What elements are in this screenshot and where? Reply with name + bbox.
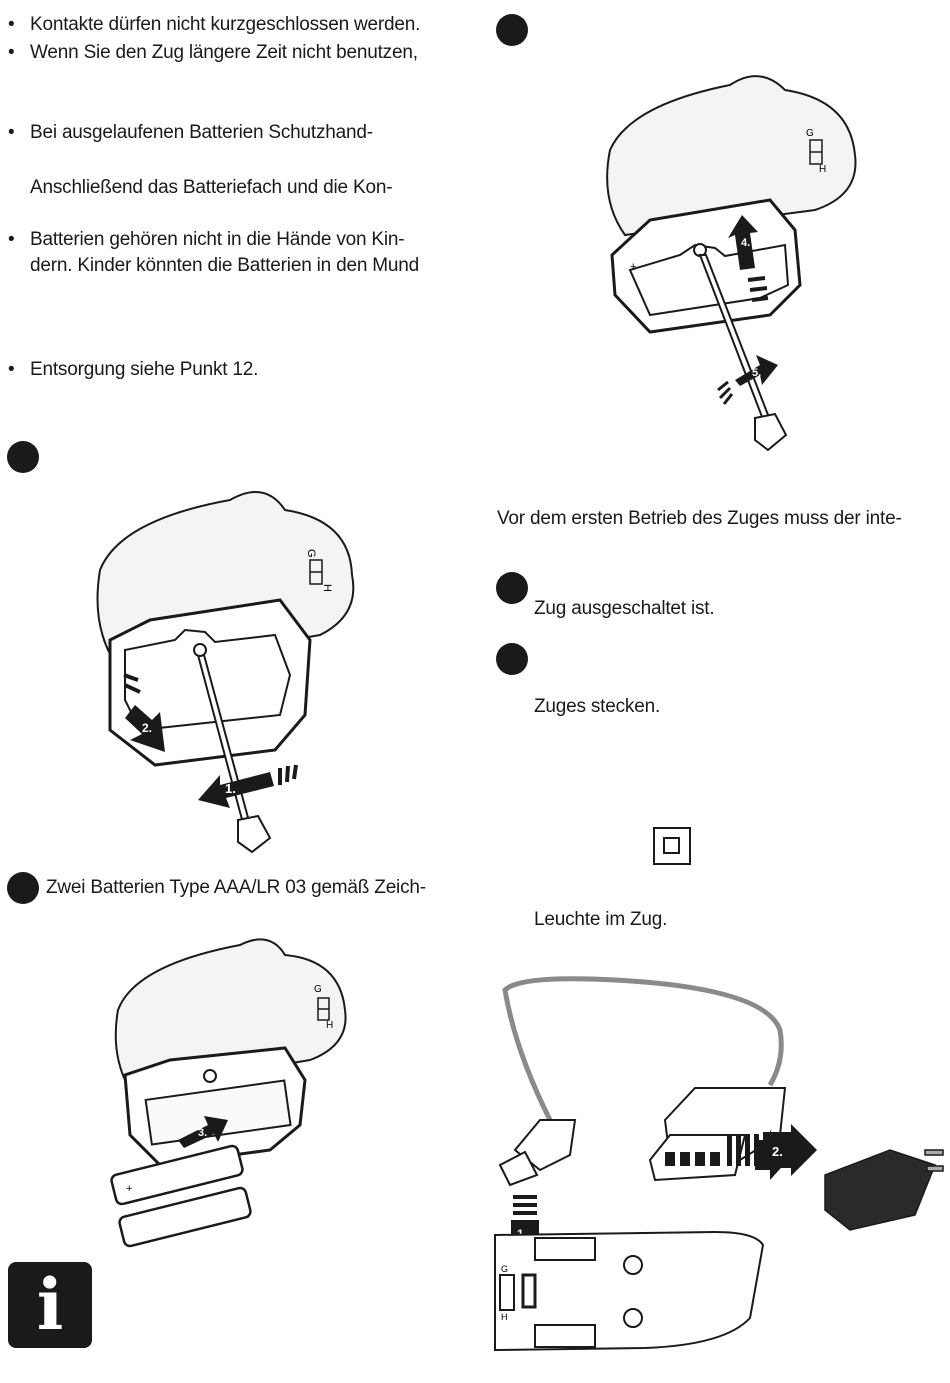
battery-plus-label: + [126,1183,132,1195]
arrow-2-hatch [123,673,141,694]
battery-plus-label: + [630,261,636,273]
step-marker-plug-cable [496,643,528,675]
arrow-2-label: 2. [772,1144,783,1159]
arrow-2-label: 2. [142,721,152,735]
step-marker-close-cover [496,14,528,46]
figure-open-battery-cover: G H 1. 2. [96,491,355,854]
charging-intro-text: Vor dem ersten Betrieb des Zuges muss de… [497,508,902,529]
remote-housing [606,75,857,237]
switch-label-g: G [806,128,814,139]
arrow-5 [735,355,778,386]
arrow-3-label: 3. [198,1127,207,1139]
micro-usb-plug [498,1119,577,1187]
children-continuation: dern. Kinder könnten die Batterien in de… [30,255,420,276]
usb-cable [502,976,784,1122]
plug-cable-text: Zuges stecken. [534,696,661,717]
bullet-disposal: Entsorgung siehe Punkt 12. [8,358,258,382]
usb-contacts [665,1152,720,1166]
figure-close-battery-cover: G H + 4. 5. [606,75,857,452]
arrow-2-head [791,1124,817,1176]
arrow-5-hatch [717,380,734,405]
screwdriver [698,254,788,452]
protection-class-ii-inner [663,837,680,854]
arrow-4-label: 4. [741,237,750,249]
info-letter: i [36,1263,64,1346]
arrow-4-hatch [747,276,769,302]
switch-label-h: H [501,1312,508,1322]
arrow-3 [178,1116,228,1148]
arrow-2-hatch [727,1134,759,1166]
train-chassis [494,1230,765,1352]
info-icon: i [8,1262,92,1348]
arrow-1-hatch [278,764,298,785]
bullet-short-circuit: Kontakte dürfen nicht kurzgeschlossen we… [8,13,420,37]
arrow-1-label: 1. [225,781,236,796]
battery-1 [110,1144,244,1206]
arrow-5-label: 5. [752,367,761,379]
switch-off-text: Zug ausgeschaltet ist. [534,598,715,619]
step-marker-open-cover [7,441,39,473]
figure-insert-batteries: G H 3. + [110,938,347,1248]
figure-usb-charging: 2. 1. G H [494,976,944,1352]
power-adapter-icon [824,1149,944,1231]
slide-switch [309,559,323,585]
switch-label-g: G [305,549,317,558]
step-marker-switch-off [496,572,528,604]
insert-batteries-text: Zwei Batterien Type AAA/LR 03 gemäß Zeic… [46,877,426,898]
switch-label-h: H [326,1020,333,1031]
switch-label-h: H [321,584,333,592]
protection-class-ii-icon [653,827,691,865]
switch-label-g: G [501,1264,508,1274]
cover-screw [203,1069,217,1083]
arrow-4 [728,215,758,270]
lamp-text: Leuchte im Zug. [534,909,668,930]
arrow-1 [198,772,274,808]
switch-label-g: G [314,984,322,995]
step-marker-insert-batteries [7,872,39,904]
slide-switch [809,139,823,165]
switch-label-h: H [819,164,826,175]
arrow-2-body [763,1132,793,1168]
bullet-leaked-batteries: Bei ausgelaufenen Batterien Schutzhand- [8,121,373,145]
arrow-2 [125,705,165,752]
battery-2 [118,1186,252,1248]
slide-switch [317,997,330,1021]
battery-compartment [123,1046,307,1167]
bullet-children: Batterien gehören nicht in die Hände von… [8,228,405,252]
bullet-long-storage: Wenn Sie den Zug längere Zeit nicht benu… [8,41,418,65]
cover-screw [193,643,207,657]
leaked-batteries-continuation: Anschließend das Batteriefach und die Ko… [30,177,393,198]
